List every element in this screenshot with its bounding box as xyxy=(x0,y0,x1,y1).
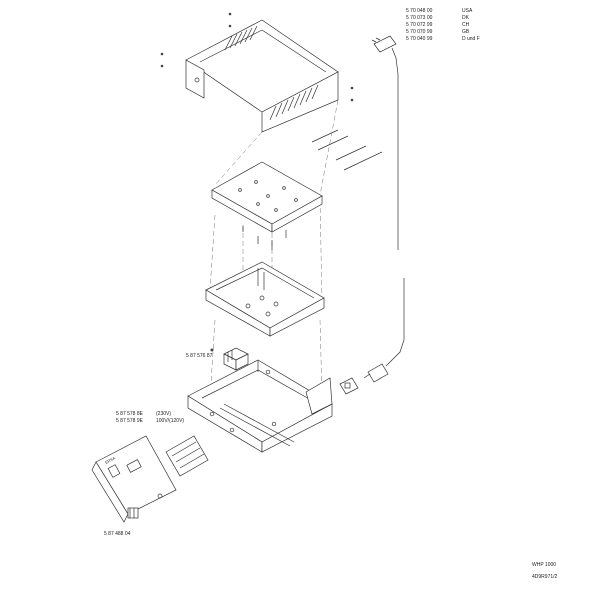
part-code: 5 70 072 99 xyxy=(406,22,433,28)
power-cable-plug xyxy=(371,35,399,250)
terminal-block xyxy=(210,347,249,371)
plate-pins xyxy=(242,226,287,250)
voltage: 100V/(120V) xyxy=(156,418,185,424)
knob xyxy=(127,507,139,519)
part-code: 5 87 578 8E xyxy=(116,411,143,417)
country-code: CH xyxy=(462,22,470,28)
country-code: USA xyxy=(462,8,473,14)
part-code: 5 70 048 00 xyxy=(406,8,433,14)
part-code: 5 70 070 99 xyxy=(406,29,433,35)
power-socket xyxy=(339,377,359,395)
svg-text:ERSA: ERSA xyxy=(104,455,116,465)
transformer-part-row: 5 87 578 8E (230V) xyxy=(116,411,206,435)
part-code: 5 70 040 99 xyxy=(406,36,433,42)
transformer-part-row: 5 87 578 9E 100V/(120V) xyxy=(116,418,206,442)
model-label: WHP 1000 xyxy=(532,562,557,568)
front-panel: ERSA xyxy=(91,435,177,523)
cable-part-row: 5 70 048 00 USA xyxy=(406,8,526,32)
terminal-part-label: 5 87 576 87 xyxy=(186,353,213,359)
country-code: DK xyxy=(462,15,469,21)
base-chassis xyxy=(187,359,333,453)
knob-part-label: 5 87 488 04 xyxy=(104,531,131,537)
tray xyxy=(205,261,325,337)
heating-rods xyxy=(311,129,383,171)
cable-part-row: 5 70 070 99 GB xyxy=(406,29,526,53)
alignment-lines xyxy=(209,99,339,401)
screw-markers xyxy=(160,12,354,102)
power-cable-connector xyxy=(363,278,405,383)
voltage: (230V) xyxy=(156,411,172,417)
part-code: 5 70 073 00 xyxy=(406,15,433,21)
top-cover xyxy=(185,19,339,133)
country-code: GB xyxy=(462,29,470,35)
part-code: 5 87 578 9E xyxy=(116,418,143,424)
cable-part-row: 5 70 073 00 DK xyxy=(406,15,526,39)
transformer-module xyxy=(165,435,209,477)
heating-plate xyxy=(211,161,323,233)
country-code: D und F xyxy=(462,36,480,42)
drawing-number: 4D9R971/2 xyxy=(532,574,558,580)
cable-part-row: 5 70 040 99 D und F xyxy=(406,36,526,60)
cable-part-row: 5 70 072 99 CH xyxy=(406,22,526,46)
